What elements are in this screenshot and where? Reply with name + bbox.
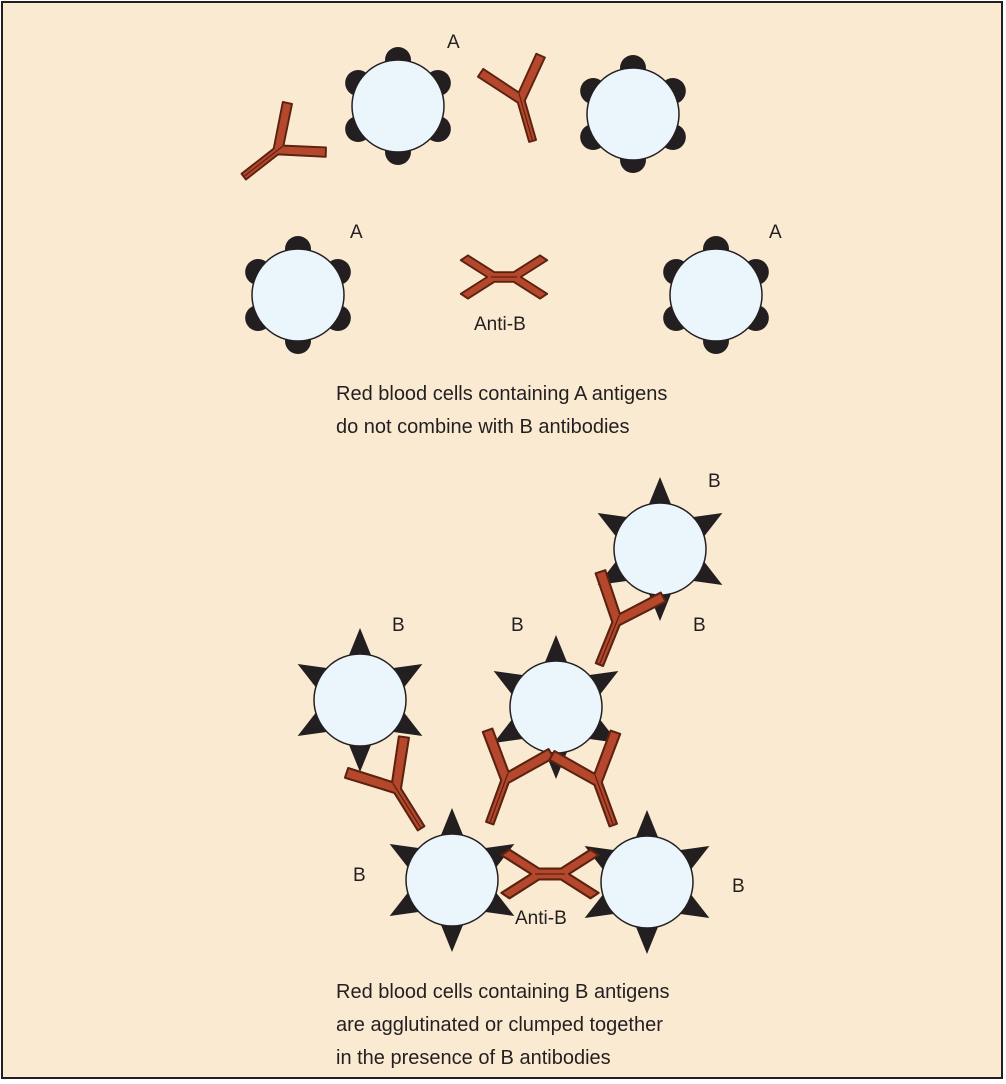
cell-label: A — [350, 222, 363, 243]
b-antigen — [675, 890, 710, 918]
cell-label: B — [353, 865, 366, 886]
b-antigen — [493, 715, 528, 743]
cell-body — [405, 833, 499, 927]
cell-label: B — [511, 615, 524, 636]
cell-body — [586, 67, 680, 161]
b-antigen — [480, 844, 515, 872]
b-antigen — [584, 671, 619, 699]
red-blood-cell-b — [493, 635, 619, 779]
cell-body — [509, 660, 603, 754]
red-blood-cell-a — [245, 236, 351, 354]
b-antigen — [493, 671, 528, 699]
cell-body — [351, 59, 445, 153]
bottom-caption-line-2: are agglutinated or clumped together — [336, 1014, 663, 1036]
cell-label: B — [392, 615, 405, 636]
red-blood-cell-b — [297, 628, 423, 772]
cell-label: B — [732, 876, 745, 897]
b-antigen — [389, 844, 424, 872]
top-caption-line-1: Red blood cells containing A antigens — [336, 383, 667, 405]
cell-label: A — [447, 32, 460, 53]
a-antigen-cells — [245, 47, 769, 354]
b-antigen — [675, 846, 710, 874]
red-blood-cell-a — [663, 236, 769, 354]
cell-body — [600, 835, 694, 929]
cell-label: B — [693, 615, 706, 636]
top-caption-line-2: do not combine with B antibodies — [336, 416, 630, 438]
antibody-label: Anti-B — [515, 908, 567, 929]
antibody-label: Anti-B — [474, 314, 526, 335]
b-antigen — [647, 477, 673, 509]
cell-body — [251, 248, 345, 342]
bottom-caption-line-3: in the presence of B antibodies — [336, 1047, 611, 1069]
cell-label: B — [708, 471, 721, 492]
b-antigen — [688, 557, 723, 585]
b-antigen — [480, 888, 515, 916]
b-antigen — [347, 628, 373, 660]
bottom-caption-line-1: Red blood cells containing B antigens — [336, 981, 670, 1003]
red-blood-cell-a — [580, 55, 686, 173]
cell-body — [313, 653, 407, 747]
bottom-panel: B B B B B B Anti-B Red blood cells conta… — [297, 471, 745, 1069]
cell-label: A — [769, 222, 782, 243]
b-antigen — [634, 810, 660, 842]
b-antigen — [297, 708, 332, 736]
b-antigen — [439, 920, 465, 952]
b-antigen — [584, 890, 619, 918]
cell-body — [613, 502, 707, 596]
b-antigen — [597, 513, 632, 541]
b-antigen — [634, 922, 660, 954]
b-antigen — [347, 740, 373, 772]
b-antigen — [388, 708, 423, 736]
b-antigen-cells — [297, 477, 723, 954]
cell-body — [669, 248, 763, 342]
red-blood-cell-a — [345, 47, 451, 165]
top-panel: A A A Anti-B Red blood cells containing … — [221, 32, 782, 438]
red-blood-cell-b — [584, 810, 710, 954]
b-antigen — [297, 664, 332, 692]
b-antigen — [543, 635, 569, 667]
b-antigen — [388, 664, 423, 692]
b-antigen — [389, 888, 424, 916]
b-antigen — [688, 513, 723, 541]
red-blood-cell-b — [389, 808, 515, 952]
b-antigen — [439, 808, 465, 840]
